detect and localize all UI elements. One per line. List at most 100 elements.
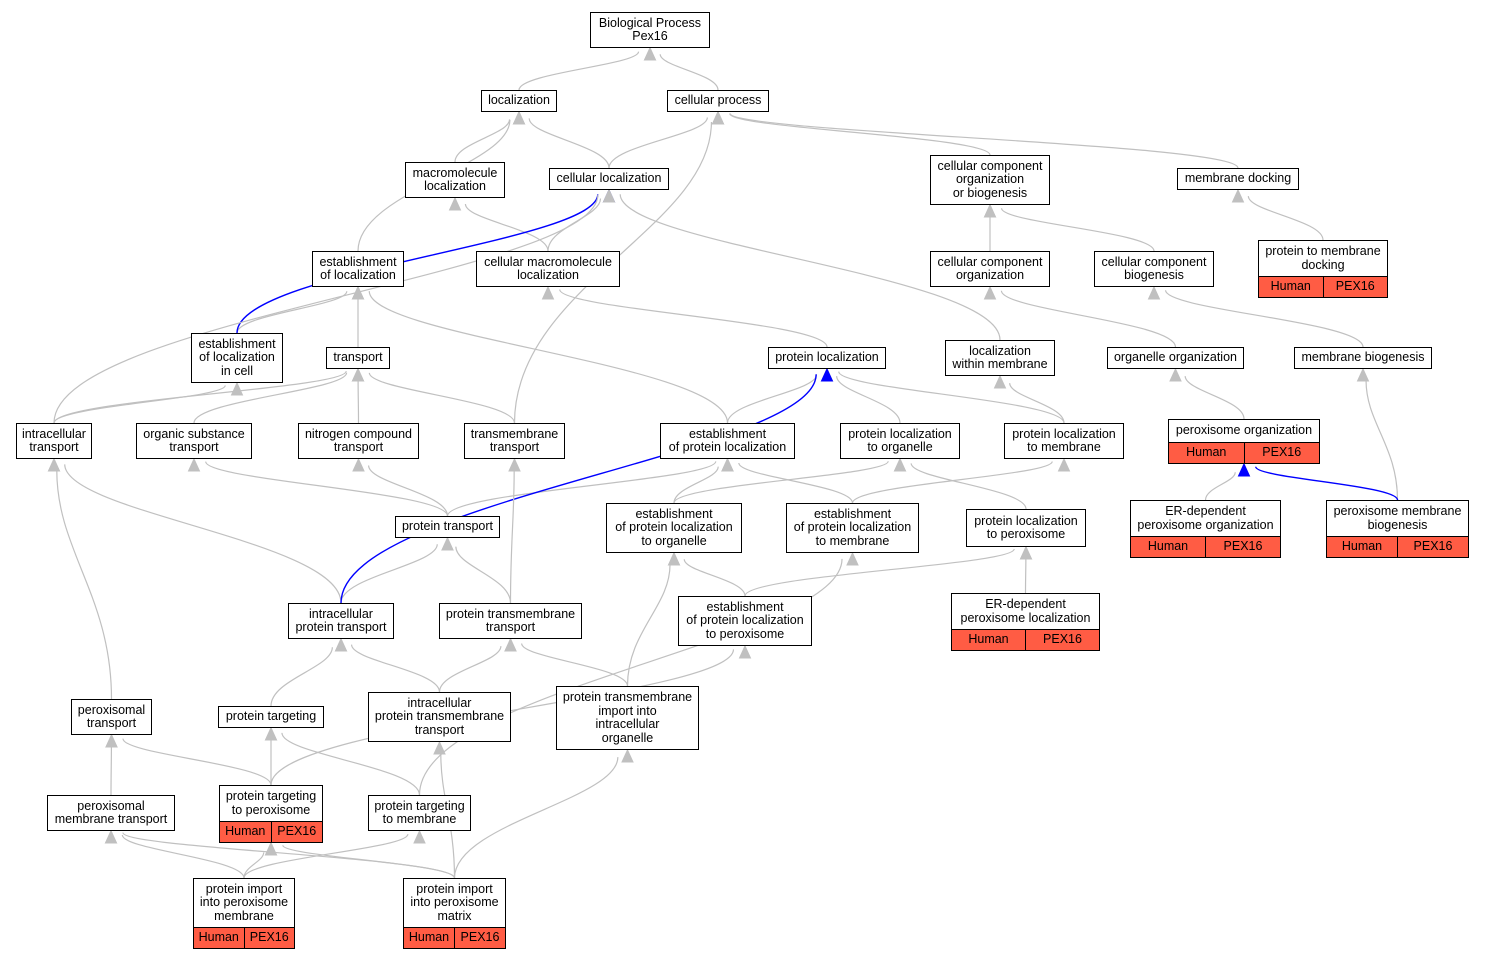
go-term-node-cl[interactable]: cellular localization (549, 168, 669, 190)
go-term-label: localization (482, 91, 556, 111)
go-term-label-line: docking (1301, 257, 1345, 272)
edge-arrowhead (1147, 285, 1161, 300)
go-term-node-tr[interactable]: transport (326, 347, 390, 369)
go-term-label-line: intracellular (595, 717, 660, 731)
go-term-label-line: organization (955, 268, 1025, 282)
edge-ptii-to-ptt (504, 637, 629, 687)
go-term-label-line: matrix (437, 908, 472, 923)
go-term-label-line: protein to membrane (1265, 244, 1381, 258)
go-term-node-md[interactable]: membrane docking (1177, 168, 1299, 190)
go-term-node-loc[interactable]: localization (481, 90, 557, 112)
edge-arrowhead (1019, 545, 1033, 560)
go-term-node-ptg[interactable]: protein targeting (218, 706, 324, 728)
edge-ipt-to-pl (340, 367, 834, 604)
go-term-label-line: establishment (706, 599, 784, 614)
edge-eplm-to-epl (721, 457, 854, 504)
edge-eplp-to-plp (744, 545, 1033, 597)
edge-mm-to-loc (454, 110, 526, 163)
gene-badge: PEX16 (270, 822, 323, 842)
edge-plm-to-pl (820, 367, 1065, 424)
edge-pl-to-cml (541, 285, 828, 348)
go-term-node-cp[interactable]: cellular process (667, 90, 769, 112)
edge-mb-to-ccb (1147, 285, 1364, 348)
gene-badge: PEX16 (454, 928, 505, 948)
go-term-node-pl[interactable]: protein localization (768, 347, 886, 369)
edge-arrowhead (441, 536, 454, 551)
edge-arrowhead (230, 381, 244, 396)
gene-badge: PEX16 (243, 928, 295, 948)
go-term-label-line: peroxisome localization (960, 610, 1091, 625)
edge-arrowhead (105, 733, 118, 748)
go-term-label: cellular localization (550, 169, 668, 189)
edge-arrowhead (846, 551, 859, 566)
edge-arrowhead (264, 841, 278, 856)
edge-ipt-to-it (47, 457, 342, 604)
go-term-node-pt[interactable]: protein transport (395, 516, 500, 538)
edge-arrowhead (893, 457, 907, 472)
go-term-label-line: within membrane (952, 357, 1048, 371)
edge-ptmd-to-md (1231, 188, 1324, 241)
go-term-label-line: organelle (601, 730, 654, 745)
go-term-node-oo[interactable]: organelle organization (1107, 347, 1244, 369)
go-term-node-mb[interactable]: membrane biogenesis (1294, 347, 1432, 369)
go-term-label-line: cellular process (674, 93, 762, 108)
go-term-label-line: macromolecule (412, 165, 498, 180)
species-badge: Human (1186, 445, 1227, 460)
edge-pipm-to-ptm (243, 829, 426, 879)
gene-badge: PEX16 (1025, 630, 1099, 650)
go-term-label-line: ER-dependent (985, 597, 1066, 611)
go-term-label-line: establishment (319, 254, 397, 269)
go-term-label-line: membrane (214, 908, 274, 923)
gene-badge: PEX16 (1243, 443, 1320, 463)
annotation-row: Human PEX16 (1169, 442, 1319, 463)
edge-arrowhead (711, 110, 725, 125)
go-term-label: protein transport (396, 517, 499, 537)
go-term-label-line: localization (517, 268, 579, 282)
go-term-label-line: membrane biogenesis (1301, 350, 1425, 365)
go-term-label-line: protein targeting (225, 709, 317, 724)
